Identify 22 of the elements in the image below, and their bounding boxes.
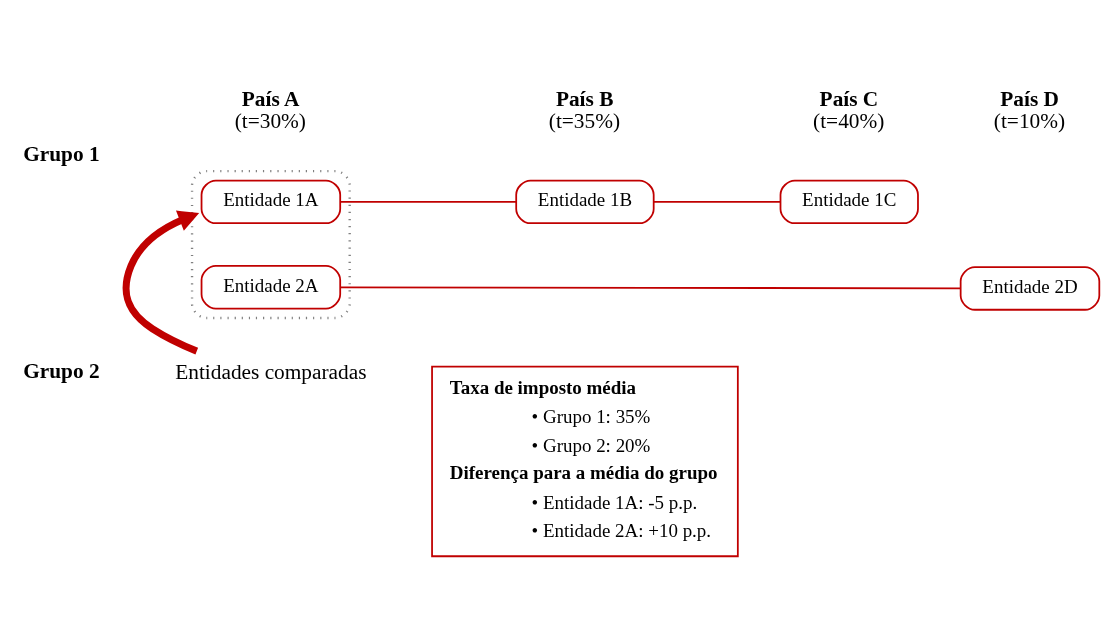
label: (t=10%) — [993, 108, 1066, 133]
node-box: Entidade 1C — [779, 179, 919, 224]
label: País A — [241, 86, 300, 111]
connector — [339, 285, 962, 289]
cluster — [190, 169, 351, 319]
label: Grupo 1 — [23, 141, 100, 166]
node-box: Taxa de imposto média • Grupo 1: 35% • Grupo 2: 20% Diferença para a média do grupo • Entidade 1A: -5 p.p. • Entidade 2A: +10 p.p. — [431, 365, 739, 557]
label: (t=40%) — [813, 108, 885, 133]
connector — [653, 200, 781, 203]
label: Grupo 2 — [23, 358, 100, 383]
node-box: Entidade 2A — [200, 264, 342, 309]
node-box: Entidade 2D — [959, 265, 1101, 311]
connector — [339, 200, 517, 203]
label: País C — [819, 86, 879, 111]
label: (t=30%) — [234, 108, 306, 133]
arrow — [122, 210, 200, 354]
node-box: Entidade 1B — [515, 179, 655, 224]
node-box: Entidade 1A — [200, 179, 342, 224]
label: (t=35%) — [548, 108, 621, 133]
label: País D — [1000, 86, 1060, 111]
node-text: Entidades comparadas — [175, 359, 367, 384]
label: País B — [555, 86, 614, 111]
